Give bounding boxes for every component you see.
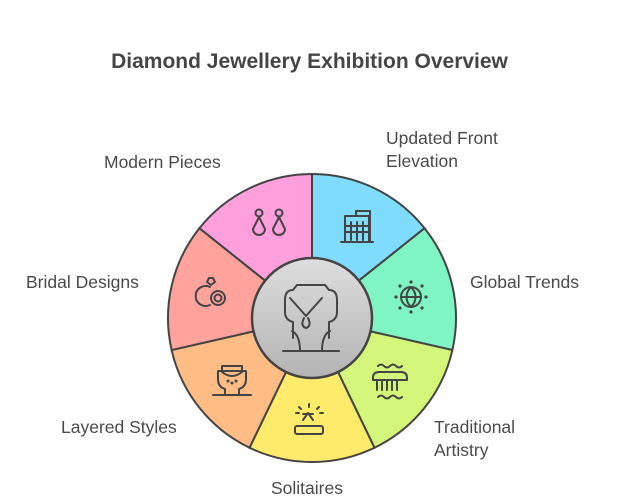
necklace-bust-icon (282, 284, 340, 352)
label-bridal-designs: Bridal Designs (26, 271, 139, 294)
label-solitaires: Solitaires (271, 477, 343, 500)
label-line: Solitaires (271, 478, 343, 498)
diagram-title: Diamond Jewellery Exhibition Overview (111, 50, 508, 73)
center-hub (250, 256, 374, 380)
layered-necklace-icon (212, 365, 252, 396)
label-modern-pieces: Modern Pieces (104, 151, 221, 174)
label-line: Traditional (434, 417, 516, 437)
earrings-icon (252, 208, 286, 236)
rings-icon (194, 277, 226, 307)
label-line: Modern Pieces (104, 152, 221, 172)
label-line: Bridal Designs (26, 272, 139, 292)
label-line: Layered Styles (61, 417, 177, 437)
label-line: Elevation (386, 151, 458, 171)
label-line: Global Trends (470, 272, 579, 292)
label-layered-styles: Layered Styles (61, 416, 177, 439)
label-line: Artistry (434, 440, 489, 460)
solitaire-ring-icon (294, 403, 324, 435)
label-line: Updated Front (386, 128, 498, 148)
comb-artistry-icon (372, 363, 408, 400)
globe-icon (394, 280, 428, 314)
building-icon (340, 210, 374, 243)
label-global-trends: Global Trends (470, 271, 579, 294)
